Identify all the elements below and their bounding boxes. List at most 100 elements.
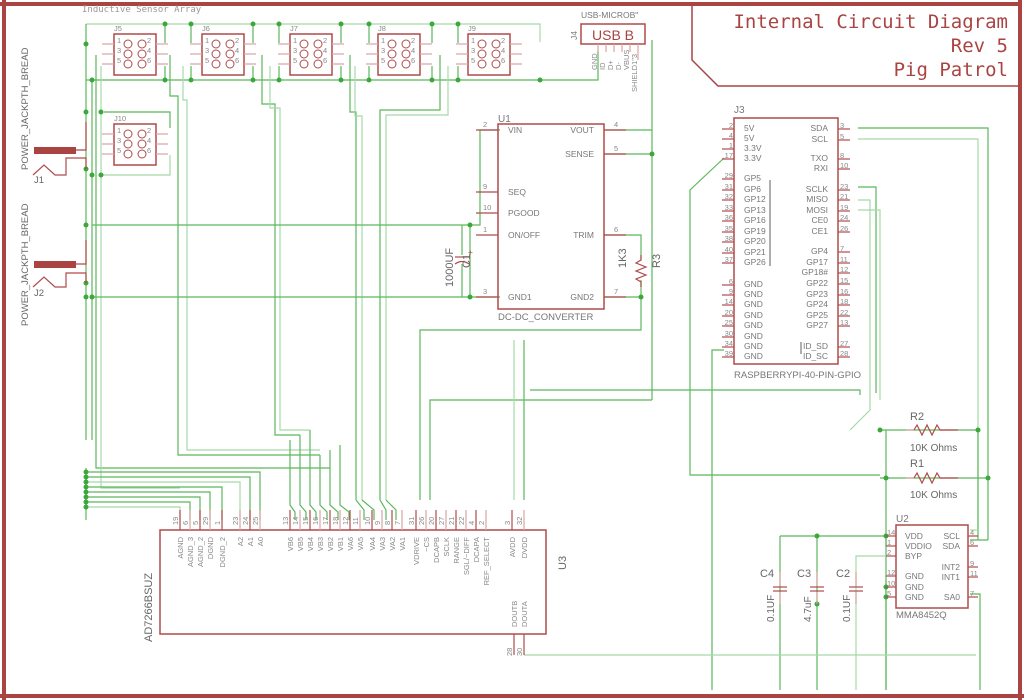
j3-pin-label: GP25 — [806, 310, 828, 320]
pin-hole — [491, 39, 501, 49]
c1-value: 1000UF — [444, 248, 456, 287]
u3-pin-label: VB5 — [296, 537, 305, 551]
pin-number: 3 — [117, 136, 121, 145]
pin-hole — [211, 49, 221, 59]
u3-pin-label: VA1 — [398, 537, 407, 551]
u3-pin-label: VB4 — [306, 537, 315, 551]
u2-pin-number: 7 — [970, 589, 974, 598]
connector-name: J10 — [114, 114, 126, 123]
capacitor-c1: + C1 1000UF — [444, 225, 473, 297]
u1-pin-label: SEQ — [508, 187, 526, 197]
u2-pin-number: 6 — [970, 538, 974, 547]
j3-pin-number: 27 — [840, 339, 848, 348]
j3-pin-label: GND — [744, 279, 763, 289]
pin-hole — [123, 59, 133, 69]
pin-number: 4 — [147, 46, 151, 55]
u3-pin-label: DCAPB — [432, 537, 441, 563]
cap-value: 0.1UF — [766, 595, 777, 622]
u3-pin-label: A0 — [256, 537, 265, 546]
j3-pin-label: GND — [744, 289, 763, 299]
j3-pin-number: 3 — [840, 121, 844, 130]
capacitor-c4: C40.1UF — [760, 568, 787, 622]
j3-pin-number: 30 — [725, 329, 733, 338]
j3-name: J3 — [734, 105, 745, 116]
u2-pin-number: 2 — [887, 548, 891, 557]
pin-hole — [299, 39, 309, 49]
j3-pin-number: 21 — [840, 192, 848, 201]
u2-pin-label: VDDIO — [905, 541, 932, 551]
j3-pin-number: 34 — [725, 339, 733, 348]
pin-hole — [123, 149, 133, 159]
pin-number: 1 — [381, 36, 385, 45]
u3-pin-number: 10 — [363, 517, 372, 525]
u2-pin-number: 9 — [970, 559, 974, 568]
pin-number: 5 — [381, 56, 385, 65]
usb-name: J4 — [569, 31, 579, 40]
usb-pin-label: D- — [614, 62, 623, 70]
u3-pin-number: 8 — [383, 521, 392, 525]
u1-pin-number: 3 — [483, 287, 487, 296]
u3-pin-number: 22 — [457, 517, 466, 525]
pin-hole — [387, 39, 397, 49]
j3-pin-label: GP21 — [744, 247, 766, 257]
u1-pin-number: 1 — [483, 225, 487, 234]
j3-pin-label: GP12 — [744, 194, 766, 204]
pin-hole — [123, 139, 133, 149]
j3-pin-number: 1 — [729, 141, 733, 150]
junctions — [83, 21, 991, 607]
usb-body — [580, 23, 646, 45]
u3-pin-label: REF_SELECT — [482, 537, 491, 586]
u2-pin-label: BYP — [905, 551, 922, 561]
pin-number: 5 — [117, 56, 121, 65]
j3-pin-number: 20 — [725, 308, 733, 317]
j3-pin-number: 26 — [840, 224, 848, 233]
u3-pin-label: A2 — [236, 537, 245, 546]
pin-hole — [299, 59, 309, 69]
j3-pin-label: GP6 — [744, 184, 761, 194]
pin-hole — [313, 39, 323, 49]
pin-hole — [225, 49, 235, 59]
j3-pin-label: SDA — [811, 123, 829, 133]
pin-hole — [299, 49, 309, 59]
j3-pin-label: GP5 — [744, 173, 761, 183]
u3-pin-label: VA6 — [346, 537, 355, 551]
pin-number: 1 — [471, 36, 475, 45]
j3-pin-number: 32 — [725, 192, 733, 201]
pin-number: 3 — [117, 46, 121, 55]
cap-name: C3 — [797, 568, 811, 580]
j3-pin-label: ID_SD — [803, 341, 828, 351]
j3-pin-label: GP23 — [806, 289, 828, 299]
j3-pin-label: GND — [744, 341, 763, 351]
u2-pin-number: 4 — [970, 528, 974, 537]
pin-number: 4 — [235, 46, 239, 55]
pin-number: 2 — [501, 36, 505, 45]
pin-number: 6 — [411, 56, 415, 65]
j3-pin-label: GP18# — [802, 267, 829, 277]
connector-name: J8 — [378, 24, 386, 33]
u3-pin-label: A1 — [246, 537, 255, 546]
j3-pin-number: 11 — [840, 255, 848, 264]
u1-pin-number: 6 — [614, 225, 618, 234]
title-line-3: Pig Patrol — [894, 59, 1008, 81]
j3-pin-number: 23 — [840, 182, 848, 191]
pin-hole — [401, 39, 411, 49]
u3-pin-number: 32 — [515, 517, 524, 525]
j3-pin-number: 25 — [725, 318, 733, 327]
pin-number: 6 — [147, 56, 151, 65]
pin-number: 2 — [411, 36, 415, 45]
resistor-r1: R1 10K Ohms — [906, 458, 958, 501]
c1-name: C1 — [461, 254, 473, 268]
u1-name: U1 — [498, 114, 511, 125]
u3-pin-number: 31 — [407, 517, 416, 525]
u3-pin-number: 9 — [373, 521, 382, 525]
j3-pin-label: GP26 — [744, 257, 766, 267]
pin-number: 2 — [235, 36, 239, 45]
u3-pin-number: 23 — [231, 517, 240, 525]
j1-part: POWER_JACKPTH_BREAD — [20, 47, 31, 170]
